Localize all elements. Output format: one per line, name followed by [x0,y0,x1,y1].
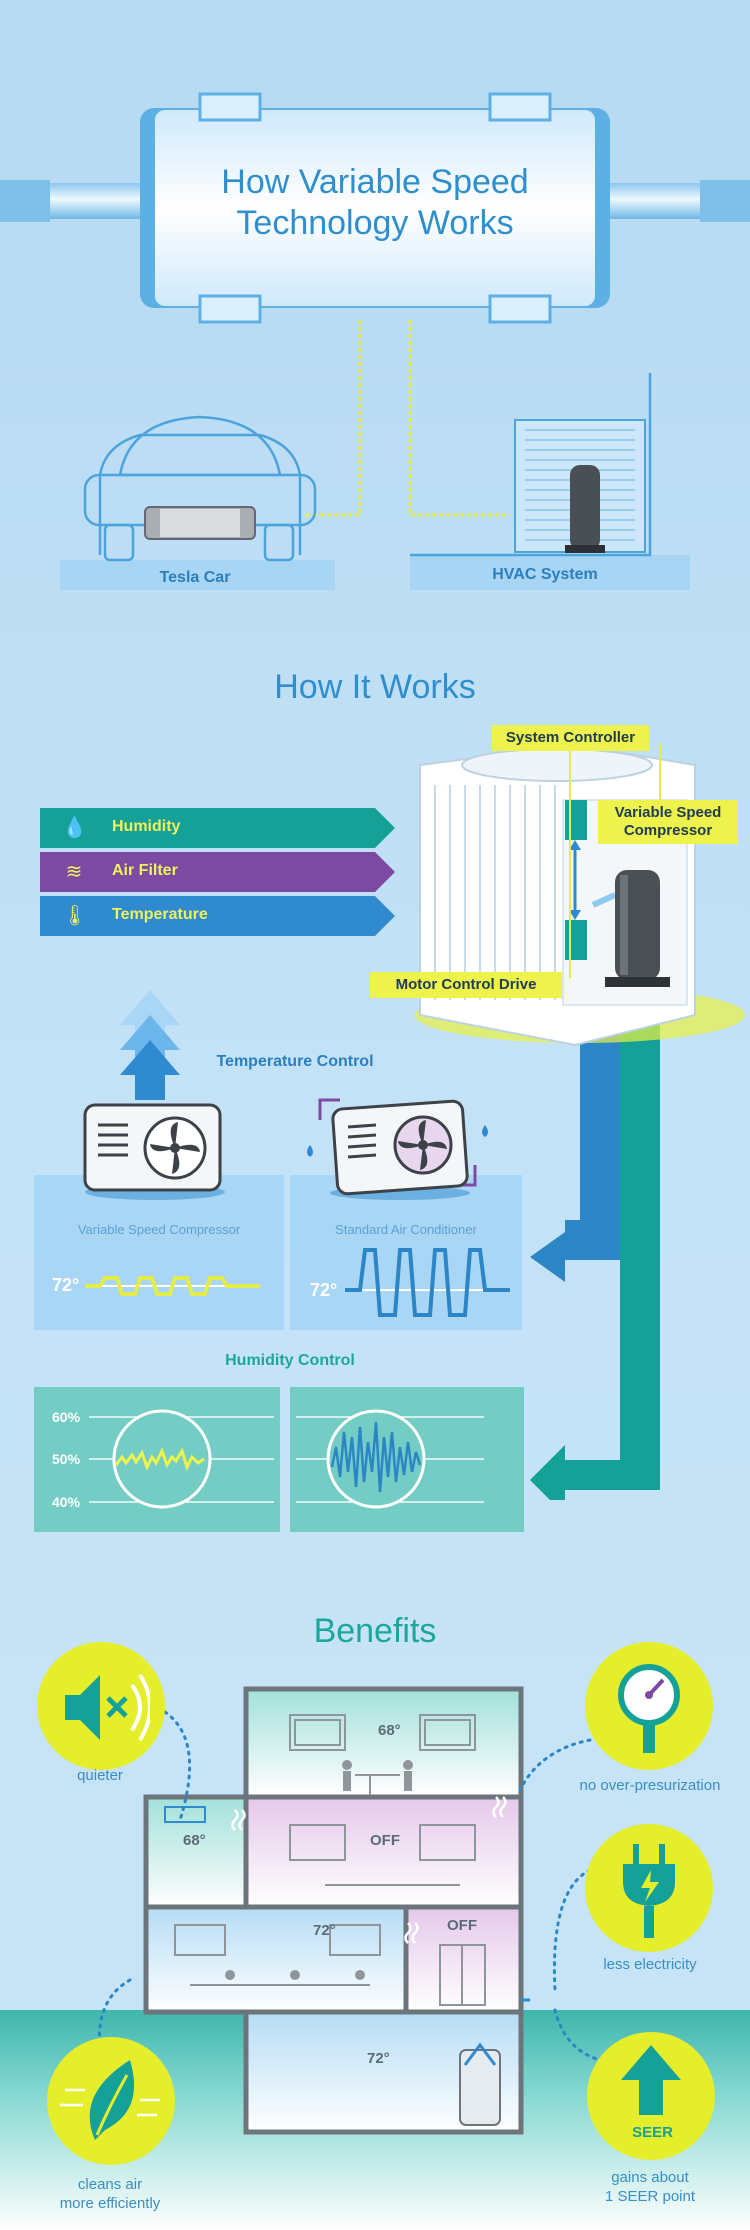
hvac-system-graphic [410,373,690,590]
tesla-car-label: Tesla Car [159,569,231,586]
droplet-icon: 💧 [62,817,87,839]
thermometer-icon: 🌡 [62,905,88,927]
factor-air-filter-label: Air Filter [112,862,178,879]
humidity-control-title: Humidity Control [225,1352,355,1369]
steady-temp-wave [85,1276,260,1296]
humidity-level-60: 60% [52,1409,81,1425]
standard-ac-panel [290,1175,522,1330]
benefit-pressure-label: no over-presurization [579,1777,721,1794]
leaf-icon [60,2060,160,2140]
outdoor-unit-shaking [307,1098,488,1200]
seer-badge-text: SEER [632,2124,673,2141]
speaker-mute-icon [65,1673,150,1742]
benefits-title: Benefits [313,1612,437,1650]
benefit-quieter-label: quieter [77,1767,123,1784]
variable-speed-temp: 72° [52,1275,80,1295]
upward-airflow-arrows [120,990,180,1100]
room-middle-right-status: OFF [447,1917,477,1934]
outdoor-unit-calm [83,1103,225,1200]
factor-temperature: 🌡 Temperature [40,896,395,936]
room-basement-temp: 72° [367,2050,390,2067]
tesla-car-graphic [60,415,335,590]
factor-air-filter: ≋ Air Filter [40,852,395,892]
room-top-temp: 68° [378,1722,401,1739]
house-cross-section [143,1686,530,2135]
standard-ac-temp: 72° [310,1280,338,1300]
benefit-clean-air-badge [47,2037,175,2165]
benefit-electricity-badge [585,1824,713,1952]
factor-humidity: 💧 Humidity [40,808,395,848]
factor-humidity-label: Humidity [112,818,181,835]
benefit-seer-badge [587,2032,715,2160]
benefit-pressure-badge [585,1642,713,1770]
benefit-electricity-label: less electricity [603,1956,697,1973]
plug-icon [623,1844,675,1938]
humidity-level-40: 40% [52,1494,81,1510]
humidity-level-50: 50% [52,1451,81,1467]
variable-speed-caption: Variable Speed Compressor [77,1222,241,1237]
motor-control-drive-callout: Motor Control Drive [370,972,562,998]
fluctuating-temp-wave [345,1248,510,1317]
pressure-gauge-icon [618,1664,680,1753]
variable-speed-panel [34,1175,284,1330]
header-cylinder-graphic [0,92,750,324]
page-title: How Variable Speed Technology Works [221,163,529,242]
how-it-works-title: How It Works [274,668,476,706]
room-upper-right-status: OFF [370,1832,400,1849]
room-middle-left-temp: 72° [313,1922,336,1939]
up-arrow-icon [621,2045,681,2115]
ducts-graphic [530,1020,660,1500]
hvac-system-label: HVAC System [492,566,598,583]
benefit-clean-air-line2: more efficiently [59,2195,161,2212]
callout-leader-lines [569,743,661,978]
room-upper-left-temp: 68° [183,1832,206,1849]
benefit-seer-line2: 1 SEER point [604,2188,696,2205]
humidity-charts [89,1409,484,1509]
system-controller-callout: System Controller [492,725,649,751]
airflow-icon: ≋ [65,861,83,883]
standard-ac-caption: Standard Air Conditioner [335,1222,477,1237]
variable-speed-compressor-callout: Variable Speed Compressor [598,800,738,844]
factor-temperature-label: Temperature [112,906,208,923]
benefit-seer-line1: gains about [611,2169,689,2186]
connector-lines [305,320,510,517]
benefit-quieter-badge [37,1642,165,1770]
temperature-control-title: Temperature Control [216,1053,374,1070]
benefit-clean-air-line1: cleans air [77,2176,143,2193]
